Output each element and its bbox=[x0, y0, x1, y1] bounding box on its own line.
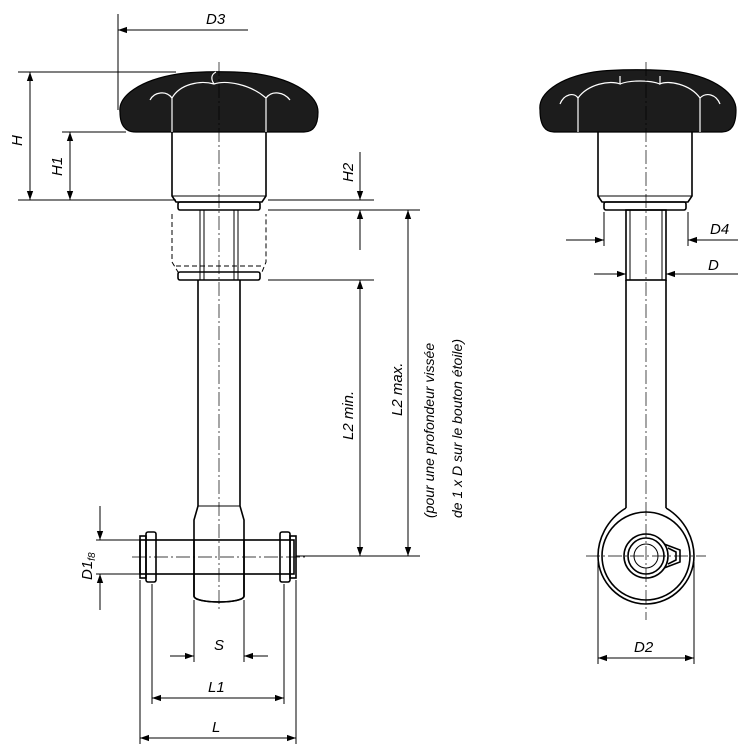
cross-pin bbox=[139, 531, 297, 603]
label-s: S bbox=[214, 637, 224, 654]
hidden-thread bbox=[171, 214, 267, 273]
left-dimensions bbox=[18, 14, 420, 744]
svg-text:D1f8: D1f8 bbox=[79, 552, 98, 580]
note-line-2: de 1 x D sur le bouton étoile) bbox=[449, 339, 465, 518]
label-d2: D2 bbox=[634, 639, 654, 656]
label-h: H bbox=[9, 135, 26, 146]
right-dimensions bbox=[566, 212, 738, 664]
label-l2-max: L2 max. bbox=[389, 363, 406, 416]
label-d4: D4 bbox=[710, 221, 729, 238]
note-line-1: (pour une profondeur vissée bbox=[421, 343, 437, 518]
label-l: L bbox=[212, 719, 220, 736]
star-knob-front bbox=[539, 69, 737, 133]
front-view bbox=[539, 62, 737, 620]
label-d3: D3 bbox=[206, 11, 226, 28]
label-d1: D1 bbox=[79, 561, 96, 580]
label-h2: H2 bbox=[340, 162, 357, 182]
side-view bbox=[119, 62, 319, 612]
label-d: D bbox=[708, 257, 719, 274]
label-d1-group: D1f8 bbox=[79, 552, 98, 580]
label-l1: L1 bbox=[208, 679, 225, 696]
label-l2-min: L2 min. bbox=[340, 391, 357, 440]
label-h1: H1 bbox=[49, 157, 66, 176]
label-d1-tolerance: f8 bbox=[87, 552, 98, 561]
